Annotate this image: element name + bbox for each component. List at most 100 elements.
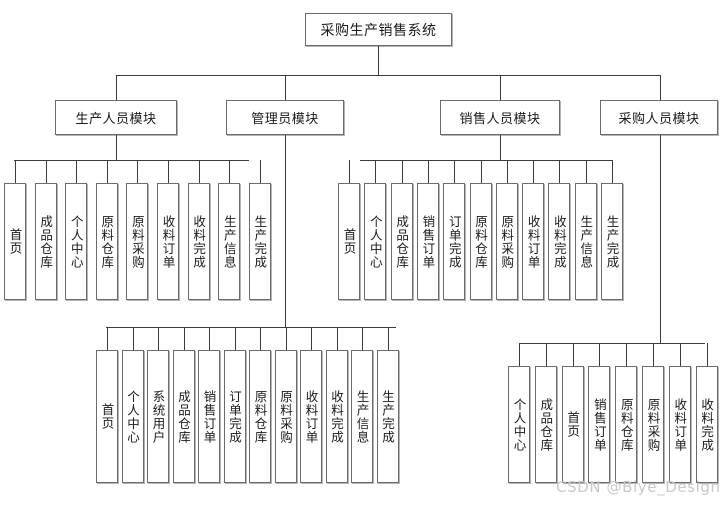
leaf-node-sales-7[interactable]: 收料订单	[522, 183, 545, 300]
leaf-node-label: 原料仓库	[99, 214, 115, 269]
module-node-purchasing[interactable]: 采购人员模块	[600, 100, 718, 135]
leaf-node-label: 成品仓库	[176, 389, 191, 444]
leaf-node-sales-9[interactable]: 生产信息	[574, 183, 597, 300]
leaf-node-purchasing-7[interactable]: 收料完成	[695, 366, 718, 483]
connector-admin-drop-7	[285, 327, 287, 350]
connector-production-drop-4	[137, 160, 139, 183]
leaf-node-purchasing-2[interactable]: 首页	[561, 366, 584, 483]
leaf-node-admin-6[interactable]: 原料仓库	[249, 350, 271, 483]
leaf-node-label: 销售订单	[591, 397, 607, 452]
module-node-sales[interactable]: 销售人员模块	[440, 100, 560, 135]
leaf-node-label: 成品仓库	[38, 214, 54, 269]
connector-production-bus	[14, 160, 249, 161]
leaf-node-admin-1[interactable]: 个人中心	[121, 350, 144, 483]
leaf-node-production-5[interactable]: 收料订单	[157, 183, 179, 300]
leaf-node-sales-10[interactable]: 生产完成	[601, 183, 623, 300]
connector-sales-drop-0	[349, 160, 350, 183]
leaf-node-admin-4[interactable]: 销售订单	[198, 350, 220, 483]
leaf-node-sales-6[interactable]: 原料采购	[495, 183, 518, 300]
leaf-node-production-4[interactable]: 原料采购	[126, 183, 149, 300]
leaf-node-label: 销售订单	[420, 214, 436, 269]
leaf-node-label: 首页	[565, 411, 581, 438]
watermark-text: CSDN @Biye_Design	[556, 478, 721, 496]
connector-purchasing-bus	[519, 343, 705, 344]
connector-admin-drop-10	[362, 327, 363, 350]
leaf-node-label: 原料采购	[278, 389, 293, 444]
leaf-node-sales-0[interactable]: 首页	[338, 183, 360, 300]
connector-sales-drop-5	[480, 160, 482, 183]
connector-purchasing-drop-3	[599, 343, 601, 366]
connector-sales-drop-4	[454, 160, 456, 183]
connector-production-drop-5	[168, 160, 169, 183]
connector-admin-drop-9	[336, 327, 338, 350]
connector-purchasing-drop-6	[679, 343, 681, 366]
leaf-node-label: 收料订单	[303, 389, 319, 444]
leaf-node-admin-11[interactable]: 生产完成	[376, 350, 399, 483]
leaf-node-purchasing-4[interactable]: 原料仓库	[615, 366, 638, 483]
connector-admin-drop-2	[158, 327, 159, 350]
leaf-node-admin-7[interactable]: 原料采购	[274, 350, 297, 483]
connector-top-bus	[116, 75, 661, 76]
leaf-node-label: 原料采购	[645, 397, 661, 452]
leaf-node-label: 原料采购	[129, 214, 145, 269]
leaf-node-purchasing-1[interactable]: 成品仓库	[534, 366, 557, 483]
leaf-node-label: 个人中心	[511, 397, 527, 452]
connector-admin-drop-3	[183, 327, 185, 350]
leaf-node-production-1[interactable]: 成品仓库	[34, 183, 57, 300]
module-node-production[interactable]: 生产人员模块	[55, 100, 177, 135]
leaf-node-purchasing-6[interactable]: 收料订单	[668, 366, 691, 483]
leaf-node-production-2[interactable]: 个人中心	[65, 183, 88, 300]
leaf-node-purchasing-3[interactable]: 销售订单	[588, 366, 611, 483]
connector-production-drop-7	[229, 160, 231, 183]
leaf-node-sales-2[interactable]: 成品仓库	[390, 183, 413, 300]
leaf-node-label: 生产信息	[221, 214, 237, 269]
connector-purchasing-drop-1	[545, 343, 547, 366]
connector-sales-drop-6	[506, 160, 508, 183]
connector-sales-drop-7	[533, 160, 535, 183]
module-label-admin: 管理员模块	[251, 112, 319, 127]
leaf-node-production-3[interactable]: 原料仓库	[95, 183, 118, 300]
leaf-node-production-0[interactable]: 首页	[4, 183, 26, 300]
connector-admin-bus	[106, 327, 396, 328]
module-node-admin[interactable]: 管理员模块	[226, 100, 344, 135]
leaf-node-sales-5[interactable]: 原料仓库	[469, 183, 492, 300]
leaf-node-label: 个人中心	[68, 214, 84, 269]
leaf-node-sales-3[interactable]: 销售订单	[416, 183, 439, 300]
leaf-node-label: 首页	[99, 403, 115, 430]
leaf-node-sales-4[interactable]: 订单完成	[443, 183, 466, 300]
leaf-node-admin-3[interactable]: 成品仓库	[172, 350, 195, 483]
leaf-node-purchasing-0[interactable]: 个人中心	[508, 366, 530, 483]
leaf-node-label: 系统用户	[150, 389, 166, 444]
leaf-node-sales-1[interactable]: 个人中心	[364, 183, 387, 300]
root-node[interactable]: 采购生产销售系统	[305, 13, 452, 46]
leaf-node-label: 首页	[341, 228, 357, 255]
leaf-node-label: 收料完成	[329, 389, 344, 444]
leaf-node-admin-10[interactable]: 生产信息	[351, 350, 373, 483]
connector-admin-drop-5	[234, 327, 236, 350]
leaf-node-admin-0[interactable]: 首页	[96, 350, 118, 483]
connector-drop-sales	[500, 75, 501, 100]
leaf-node-admin-8[interactable]: 收料订单	[300, 350, 322, 483]
connector-sales-stem	[500, 135, 501, 160]
leaf-node-label: 收料完成	[551, 214, 567, 269]
leaf-node-production-7[interactable]: 生产信息	[218, 183, 241, 300]
leaf-node-label: 订单完成	[227, 389, 242, 444]
leaf-node-sales-8[interactable]: 收料完成	[548, 183, 571, 300]
connector-purchasing-drop-2	[572, 343, 574, 366]
leaf-node-production-6[interactable]: 收料完成	[187, 183, 210, 300]
leaf-node-admin-5[interactable]: 订单完成	[223, 350, 246, 483]
module-label-production: 生产人员模块	[75, 112, 157, 127]
leaf-node-label: 成品仓库	[538, 397, 554, 452]
module-label-purchasing: 采购人员模块	[618, 112, 700, 127]
connector-sales-drop-9	[585, 160, 587, 183]
leaf-node-admin-9[interactable]: 收料完成	[325, 350, 348, 483]
connector-production-drop-6	[198, 160, 200, 183]
connector-drop-production	[116, 75, 117, 100]
connector-sales-drop-10	[612, 160, 613, 183]
connector-purchasing-stem	[660, 135, 661, 343]
leaf-node-purchasing-5[interactable]: 原料采购	[642, 366, 664, 483]
leaf-node-label: 收料完成	[191, 214, 207, 269]
connector-admin-drop-6	[260, 327, 261, 350]
leaf-node-production-8[interactable]: 生产完成	[248, 183, 271, 300]
leaf-node-admin-2[interactable]: 系统用户	[147, 350, 169, 483]
